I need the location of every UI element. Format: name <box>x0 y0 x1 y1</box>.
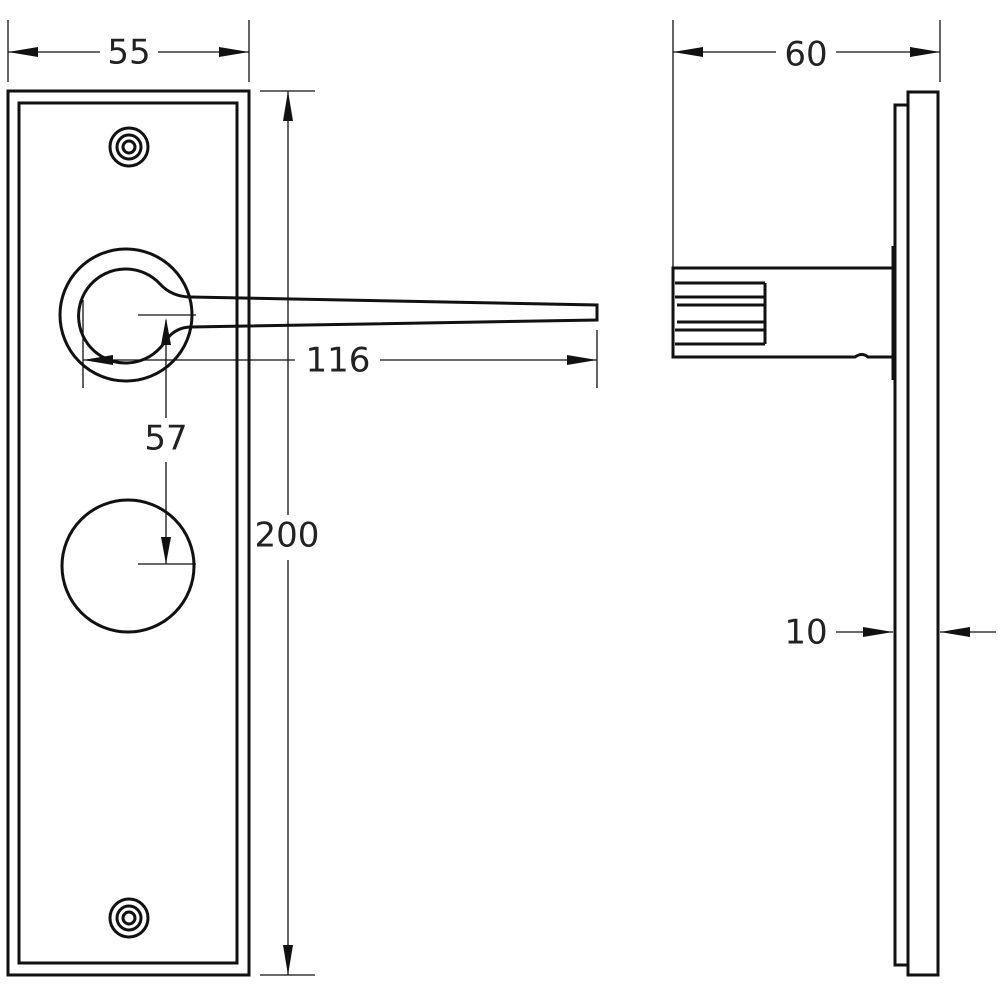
dimension-label: 200 <box>255 516 320 556</box>
dimension-label: 10 <box>784 613 827 653</box>
dimension-plate-width: 55 <box>7 20 250 82</box>
backplate-inner <box>17 101 239 965</box>
rose-body <box>671 266 893 359</box>
screw-hole-top <box>108 126 150 168</box>
lever-boss <box>675 281 767 346</box>
dimension-label: 116 <box>306 341 371 381</box>
backplate-step <box>893 103 910 967</box>
dimension-label: 57 <box>144 419 187 459</box>
backplate-side <box>906 90 940 977</box>
side-view <box>671 90 940 977</box>
keyhole-escutcheon <box>60 498 196 634</box>
backplate-outer <box>6 89 251 977</box>
dimension-centres: 57 <box>144 318 188 564</box>
dimension-projection: 60 <box>672 20 941 268</box>
dimension-label: 60 <box>784 35 827 75</box>
dimension-plate-height: 200 <box>255 90 320 976</box>
dimension-label: 55 <box>107 33 150 73</box>
dimension-lever-length: 116 <box>82 300 598 388</box>
dimension-plate-thickness: 10 <box>784 613 996 653</box>
screw-hole-bottom <box>108 897 150 939</box>
